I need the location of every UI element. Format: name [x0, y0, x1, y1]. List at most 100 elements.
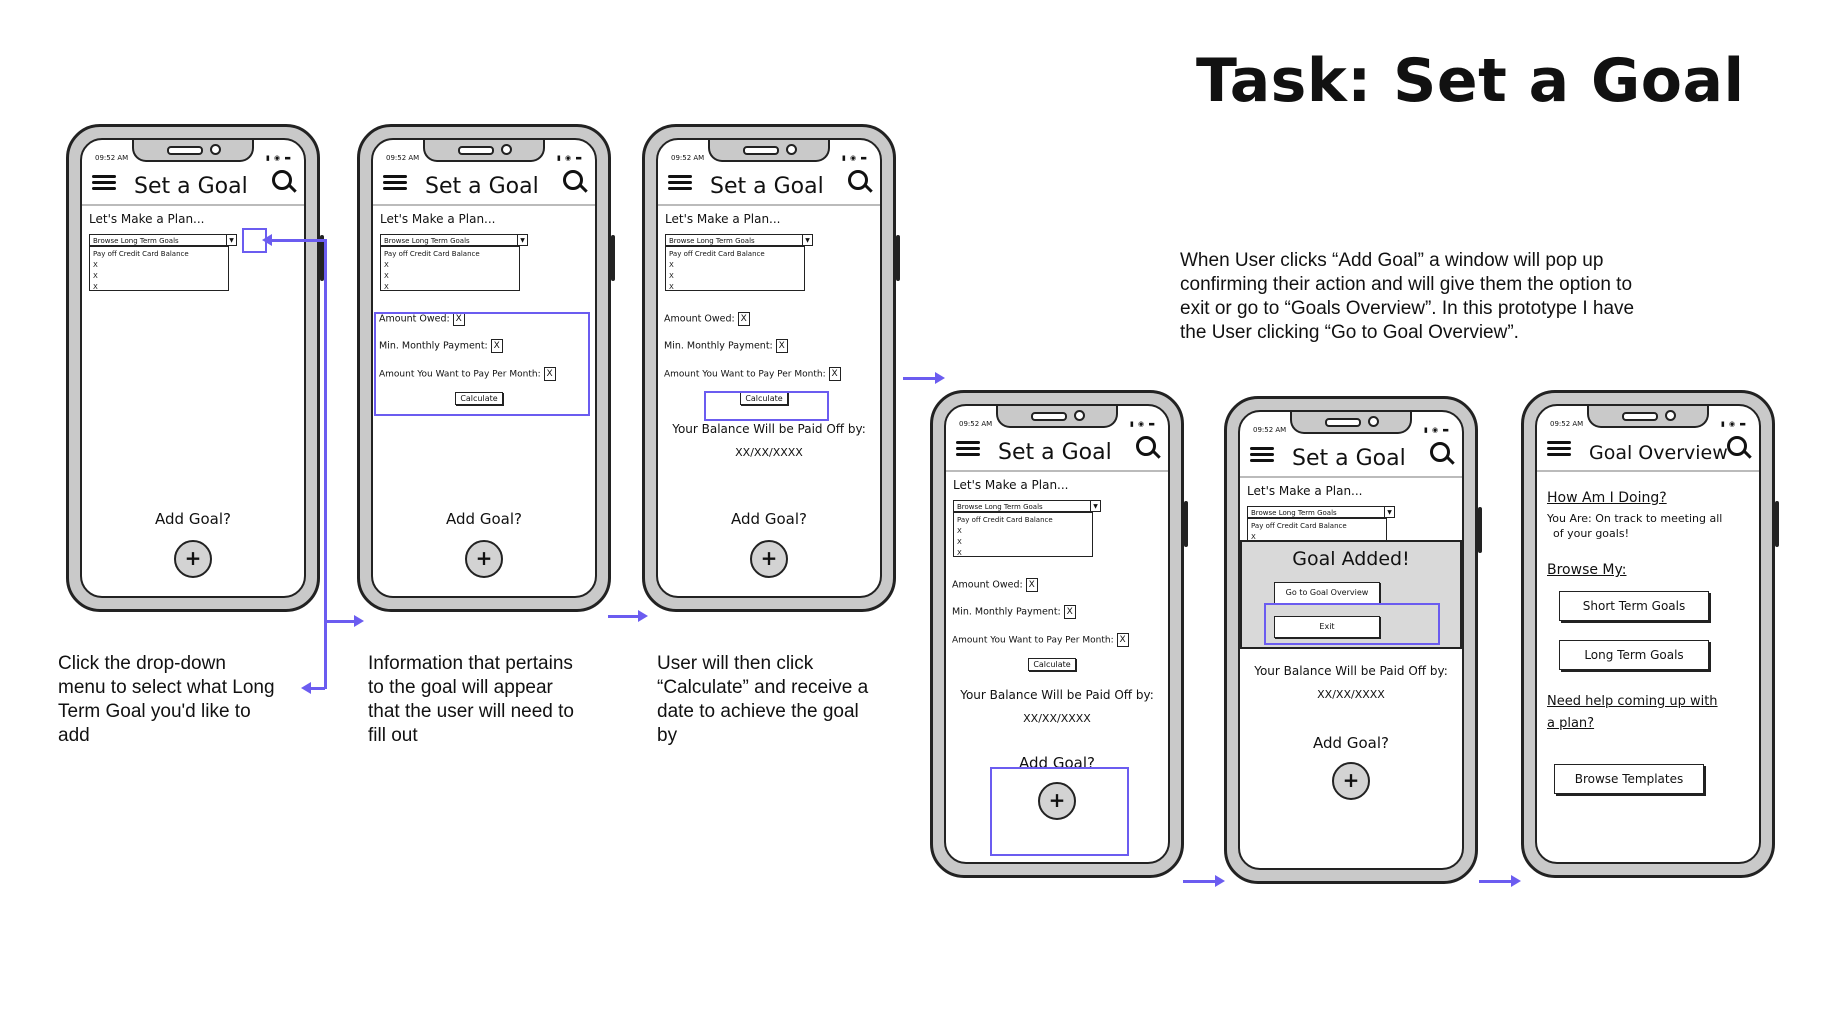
hamburger-menu-icon[interactable] — [956, 438, 980, 459]
status-icons: ▮ ◉ ▬ — [1720, 420, 1747, 428]
header-title: Goal Overview — [1589, 442, 1728, 464]
add-goal-button[interactable]: + — [465, 540, 503, 578]
hamburger-menu-icon[interactable] — [668, 172, 692, 193]
min-payment-input[interactable]: X — [490, 339, 503, 353]
status-icons: ▮ ◉ ▬ — [1423, 426, 1450, 434]
search-icon[interactable] — [1430, 442, 1450, 462]
want-to-pay-input[interactable]: X — [828, 367, 841, 381]
amount-owed-field: Amount Owed:X — [664, 312, 750, 326]
search-icon[interactable] — [1136, 436, 1156, 456]
how-am-i-doing-link[interactable]: How Am I Doing? — [1547, 490, 1667, 506]
field-label: Min. Monthly Payment: — [952, 606, 1061, 618]
dropdown-option[interactable]: X — [93, 261, 98, 269]
search-icon[interactable] — [1727, 436, 1747, 456]
amount-owed-field: Amount Owed:X — [952, 578, 1038, 592]
min-payment-input[interactable]: X — [1063, 605, 1076, 619]
field-label: Amount You Want to Pay Per Month: — [952, 635, 1114, 646]
dropdown-option[interactable]: Pay off Credit Card Balance — [1251, 522, 1347, 530]
hamburger-menu-icon[interactable] — [1250, 444, 1274, 465]
add-goal-highlight — [990, 767, 1129, 856]
phone-step-3: 09:52 AM ▮ ◉ ▬ Set a Goal Let's Make a P… — [642, 124, 900, 612]
go-to-goal-overview-button[interactable]: Go to Goal Overview — [1274, 582, 1380, 604]
dropdown-value: Browse Long Term Goals — [1251, 509, 1337, 517]
chevron-down-icon[interactable]: ▼ — [517, 235, 527, 245]
search-icon[interactable] — [563, 170, 583, 190]
search-icon[interactable] — [272, 170, 292, 190]
speaker-icon — [1031, 412, 1067, 421]
dropdown-option[interactable]: Pay off Credit Card Balance — [669, 250, 765, 258]
note-line: that the user will need to — [368, 701, 574, 722]
balance-date: XX/XX/XXXX — [1317, 688, 1385, 701]
popup-note: When User clicks “Add Goal” a window wil… — [1180, 250, 1635, 343]
add-goal-button[interactable]: + — [750, 540, 788, 578]
want-to-pay-input[interactable]: X — [1116, 633, 1129, 647]
hamburger-menu-icon[interactable] — [92, 172, 116, 193]
dropdown-option[interactable]: X — [957, 527, 962, 535]
want-to-pay-input[interactable]: X — [543, 367, 556, 381]
dropdown-option[interactable]: X — [93, 272, 98, 280]
step-3-note: User will then click “Calculate” and rec… — [657, 652, 868, 748]
chevron-down-icon[interactable]: ▼ — [802, 235, 812, 245]
phone-side-button — [1478, 507, 1482, 553]
dropdown-option[interactable]: Pay off Credit Card Balance — [957, 516, 1053, 524]
goal-dropdown[interactable]: Browse Long Term Goals ▼ — [953, 500, 1101, 512]
balance-date: XX/XX/XXXX — [1023, 712, 1091, 725]
chevron-down-icon[interactable]: ▼ — [1384, 507, 1394, 517]
dropdown-option[interactable]: X — [669, 283, 674, 291]
phone-screen: 09:52 AM ▮ ◉ ▬ Set a Goal Let's Make a P… — [656, 138, 882, 598]
dropdown-option[interactable]: X — [384, 283, 389, 291]
status-line: You Are: On track to meeting all — [1547, 512, 1723, 525]
calculate-button[interactable]: Calculate — [455, 392, 503, 405]
want-to-pay-field: Amount You Want to Pay Per Month:X — [952, 633, 1129, 647]
hamburger-menu-icon[interactable] — [383, 172, 407, 193]
balance-label: Your Balance Will be Paid Off by: — [1254, 664, 1448, 678]
status-icons: ▮ ◉ ▬ — [841, 154, 868, 162]
help-link[interactable]: a plan? — [1547, 716, 1595, 731]
phone-step-6: 09:52 AM ▮ ◉ ▬ Goal Overview How Am I Do… — [1521, 390, 1779, 878]
amount-owed-input[interactable]: X — [1025, 578, 1038, 592]
add-goal-button[interactable]: + — [1038, 782, 1076, 820]
dropdown-option[interactable]: Pay off Credit Card Balance — [93, 250, 189, 258]
header-title: Set a Goal — [998, 440, 1112, 465]
field-label: Amount You Want to Pay Per Month: — [379, 369, 541, 380]
status-icons: ▮ ◉ ▬ — [556, 154, 583, 162]
goal-dropdown[interactable]: Browse Long Term Goals ▼ — [665, 234, 813, 246]
phone-screen: 09:52 AM ▮ ◉ ▬ Set a Goal Let's Make a P… — [80, 138, 306, 598]
dropdown-value: Browse Long Term Goals — [669, 237, 755, 245]
chevron-down-icon[interactable]: ▼ — [226, 235, 236, 245]
note-line: by — [657, 725, 678, 746]
search-icon[interactable] — [848, 170, 868, 190]
goal-dropdown[interactable]: Browse Long Term Goals ▼ — [1247, 506, 1395, 518]
dropdown-option[interactable]: X — [384, 261, 389, 269]
dropdown-option[interactable]: X — [1251, 533, 1256, 541]
dropdown-option[interactable]: X — [957, 538, 962, 546]
long-term-goals-button[interactable]: Long Term Goals — [1559, 640, 1709, 670]
add-goal-button[interactable]: + — [174, 540, 212, 578]
dropdown-option[interactable]: X — [384, 272, 389, 280]
dropdown-option[interactable]: Pay off Credit Card Balance — [384, 250, 480, 258]
goal-dropdown[interactable]: Browse Long Term Goals▼ — [380, 234, 528, 246]
phone-side-button — [1775, 501, 1779, 547]
flow-arrow — [1479, 875, 1521, 887]
calculate-button[interactable]: Calculate — [1028, 658, 1076, 671]
goal-dropdown[interactable]: Browse Long Term Goals▼ — [89, 234, 237, 246]
help-link[interactable]: Need help coming up with — [1547, 694, 1718, 709]
dropdown-option[interactable]: X — [957, 549, 962, 557]
dropdown-value: Browse Long Term Goals — [957, 503, 1043, 511]
phone-step-1: 09:52 AM ▮ ◉ ▬ Set a Goal Let's Make a P… — [66, 124, 324, 612]
hamburger-menu-icon[interactable] — [1547, 438, 1571, 459]
dropdown-option[interactable]: X — [93, 283, 98, 291]
step-1-note: Click the drop-down menu to select what … — [58, 652, 275, 748]
browse-templates-button[interactable]: Browse Templates — [1554, 764, 1704, 794]
min-payment-input[interactable]: X — [775, 339, 788, 353]
chevron-down-icon[interactable]: ▼ — [1090, 501, 1100, 511]
speaker-icon — [743, 146, 779, 155]
dropdown-option[interactable]: X — [669, 261, 674, 269]
note-line: add — [58, 725, 90, 746]
dropdown-option[interactable]: X — [669, 272, 674, 280]
add-goal-button[interactable]: + — [1332, 762, 1370, 800]
exit-button[interactable]: Exit — [1274, 616, 1380, 638]
short-term-goals-button[interactable]: Short Term Goals — [1559, 591, 1709, 621]
amount-owed-input[interactable]: X — [737, 312, 750, 326]
app-header: Set a Goal — [946, 432, 1168, 472]
